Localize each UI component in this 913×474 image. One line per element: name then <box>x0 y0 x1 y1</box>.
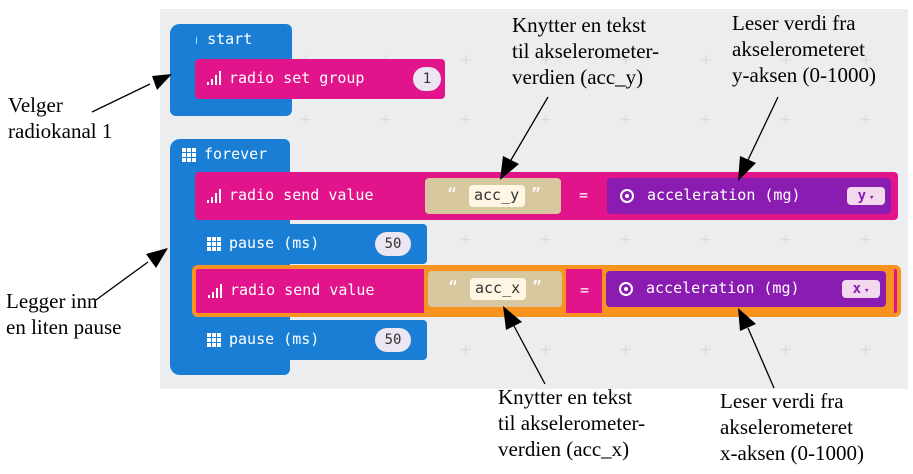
name-text-value-y: acc_y <box>474 186 520 204</box>
pause-label: pause (ms) <box>229 330 320 348</box>
name-text-input-y[interactable]: acc_y <box>469 185 525 207</box>
svg-text:+: + <box>860 232 872 248</box>
svg-text:+: + <box>780 232 792 248</box>
annotation-line: Velger <box>8 93 63 117</box>
pause-block-2[interactable]: pause (ms) 50 <box>195 320 427 360</box>
annotation-tie-y: Knytter en tekst til akselerometer- verd… <box>512 12 659 90</box>
svg-text:+: + <box>620 342 632 358</box>
annotation-line: til akselerometer- <box>498 411 646 435</box>
grid-icon <box>207 333 221 351</box>
target-icon <box>619 188 635 208</box>
acceleration-label: acceleration (mg) <box>646 279 800 297</box>
svg-text:+: + <box>780 52 792 68</box>
pause-duration-input[interactable]: 50 <box>375 328 411 352</box>
grid-icon <box>182 148 196 166</box>
quote-open: “ <box>448 278 459 298</box>
radio-set-group-block[interactable]: radio set group 1 <box>195 59 445 99</box>
radio-send-value-label: radio send value <box>229 186 374 204</box>
radio-send-value-y-block[interactable]: radio send value “ acc_y ” = acceleratio… <box>195 172 898 220</box>
signal-bars-icon <box>207 71 223 89</box>
svg-text:+: + <box>540 232 552 248</box>
annotation-line: radiokanal 1 <box>8 119 113 143</box>
acceleration-block-x-body: acceleration (mg) x▾ <box>606 271 886 307</box>
grid-icon <box>207 237 221 255</box>
svg-text:+: + <box>700 52 712 68</box>
equals-sign: = <box>580 281 590 299</box>
signal-bars-icon <box>208 284 224 302</box>
svg-text:+: + <box>540 112 552 128</box>
name-text-block-x[interactable]: “ acc_x ” <box>424 265 566 317</box>
pause-duration-value: 50 <box>384 236 402 252</box>
radio-set-group-label: radio set group <box>229 69 365 87</box>
pause-block-1[interactable]: pause (ms) 50 <box>195 224 427 264</box>
annotation-line: verdien (acc_y) <box>512 65 644 89</box>
name-text-input-x[interactable]: acc_x <box>470 278 526 300</box>
radio-send-value-label: radio send value <box>230 281 375 299</box>
svg-text:+: + <box>620 52 632 68</box>
name-text-value-x: acc_x <box>475 279 521 297</box>
annotation-line: akselerometeret <box>720 415 853 439</box>
annotation-pause: Legger inn en liten pause <box>6 288 121 340</box>
group-number-input[interactable]: 1 <box>413 67 441 91</box>
annotation-line: Knytter en tekst <box>512 13 647 37</box>
svg-text:+: + <box>460 342 472 358</box>
pause-label: pause (ms) <box>229 234 320 252</box>
annotation-tie-x: Knytter en tekst til akselerometer- verd… <box>498 384 645 462</box>
svg-text:+: + <box>700 232 712 248</box>
svg-text:+: + <box>620 232 632 248</box>
annotation-read-x: Leser verdi fra akselerometeret x-aksen … <box>720 388 864 466</box>
svg-text:+: + <box>460 232 472 248</box>
svg-text:+: + <box>860 112 872 128</box>
annotation-line: y-aksen (0-1000) <box>732 63 877 87</box>
svg-text:+: + <box>860 342 872 358</box>
svg-text:+: + <box>380 112 392 128</box>
acceleration-block-x[interactable]: acceleration (mg) x▾ <box>602 265 894 317</box>
svg-text:+: + <box>540 342 552 358</box>
quote-open: “ <box>447 185 458 205</box>
on-start-arm-fill <box>170 24 196 116</box>
axis-value-y: y <box>857 188 866 204</box>
quote-close: ” <box>532 278 543 298</box>
annotation-line: x-aksen (0-1000) <box>720 441 865 465</box>
pause-duration-input[interactable]: 50 <box>375 232 411 256</box>
group-number-value: 1 <box>422 71 432 87</box>
name-text-block-x-body: “ acc_x ” <box>428 271 562 307</box>
acceleration-block-y[interactable]: acceleration (mg) y▾ <box>607 178 891 214</box>
annotation-line: Knytter en tekst <box>498 385 633 409</box>
svg-text:+: + <box>460 112 472 128</box>
annotation-line: akselerometeret <box>732 37 865 61</box>
pause-duration-value: 50 <box>384 332 402 348</box>
annotation-line: en liten pause <box>6 315 122 339</box>
annotation-channel: Velger radiokanal 1 <box>8 92 112 144</box>
name-text-block-y[interactable]: “ acc_y ” <box>425 178 561 214</box>
signal-bars-icon <box>207 189 223 207</box>
svg-text:+: + <box>700 342 712 358</box>
radio-send-value-x-block[interactable]: radio send value “ acc_x ” = acceleratio… <box>192 265 901 317</box>
target-icon <box>618 281 634 301</box>
quote-close: ” <box>531 185 542 205</box>
svg-text:+: + <box>540 52 552 68</box>
svg-text:+: + <box>300 112 312 128</box>
svg-text:+: + <box>860 52 872 68</box>
annotation-line: verdien (acc_x) <box>498 437 630 461</box>
svg-text:+: + <box>780 112 792 128</box>
dropdown-caret-icon: ▾ <box>864 286 870 296</box>
on-start-label: on start <box>180 30 253 48</box>
svg-text:+: + <box>460 52 472 68</box>
annotation-read-y: Leser verdi fra akselerometeret y-aksen … <box>732 10 876 88</box>
annotation-line: Leser verdi fra <box>732 11 856 35</box>
forever-label: forever <box>204 145 268 163</box>
equals-sign: = <box>579 186 589 204</box>
acceleration-label: acceleration (mg) <box>647 186 801 204</box>
annotation-line: Legger inn <box>6 289 98 313</box>
axis-value-x: x <box>852 281 861 297</box>
dropdown-caret-icon: ▾ <box>869 193 875 203</box>
svg-text:+: + <box>780 342 792 358</box>
axis-dropdown-y[interactable]: y▾ <box>847 187 885 205</box>
svg-text:+: + <box>700 112 712 128</box>
axis-dropdown-x[interactable]: x▾ <box>842 280 880 298</box>
svg-text:+: + <box>620 112 632 128</box>
annotation-line: Leser verdi fra <box>720 389 844 413</box>
annotation-line: til akselerometer- <box>512 39 660 63</box>
